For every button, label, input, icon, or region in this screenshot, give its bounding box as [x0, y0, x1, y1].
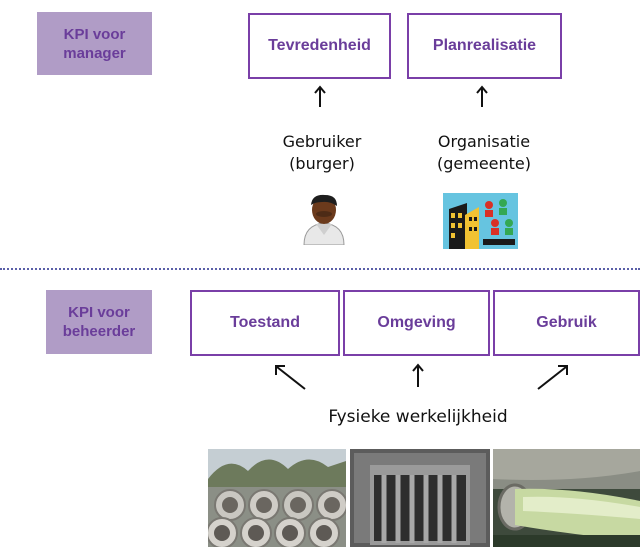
section-divider — [0, 268, 640, 270]
caption-organisatie: Organisatie (gemeente) — [414, 131, 554, 175]
drain-grate-photo — [350, 449, 490, 547]
arrow-up-icon — [314, 85, 326, 107]
kpi-box-toestand: Toestand — [190, 290, 340, 356]
pipe-outflow-photo — [493, 449, 640, 547]
role-label-beheerder: KPI voor beheerder — [46, 290, 152, 354]
kpi-box-gebruik: Gebruik — [493, 290, 640, 356]
caption-fysieke-werkelijkheid: Fysieke werkelijkheid — [328, 407, 508, 427]
concrete-pipes-photo — [208, 449, 346, 547]
caption-line: Organisatie — [437, 132, 531, 151]
caption-line: (gemeente) — [436, 154, 531, 173]
person-icon — [303, 194, 345, 245]
kpi-box-planrealisatie: Planrealisatie — [407, 13, 562, 79]
arrow-up-icon — [476, 85, 488, 107]
caption-line: (burger) — [289, 154, 355, 173]
arrow-up-icon — [412, 363, 424, 387]
kpi-box-omgeving: Omgeving — [343, 290, 490, 356]
kpi-box-tevredenheid: Tevredenheid — [248, 13, 391, 79]
caption-gebruiker: Gebruiker (burger) — [252, 131, 392, 175]
role-label-manager: KPI voor manager — [37, 12, 152, 75]
arrow-up-right-icon — [537, 365, 568, 390]
caption-line: Gebruiker — [282, 132, 362, 151]
arrow-up-left-icon — [275, 365, 306, 390]
organisation-icon — [443, 193, 518, 249]
